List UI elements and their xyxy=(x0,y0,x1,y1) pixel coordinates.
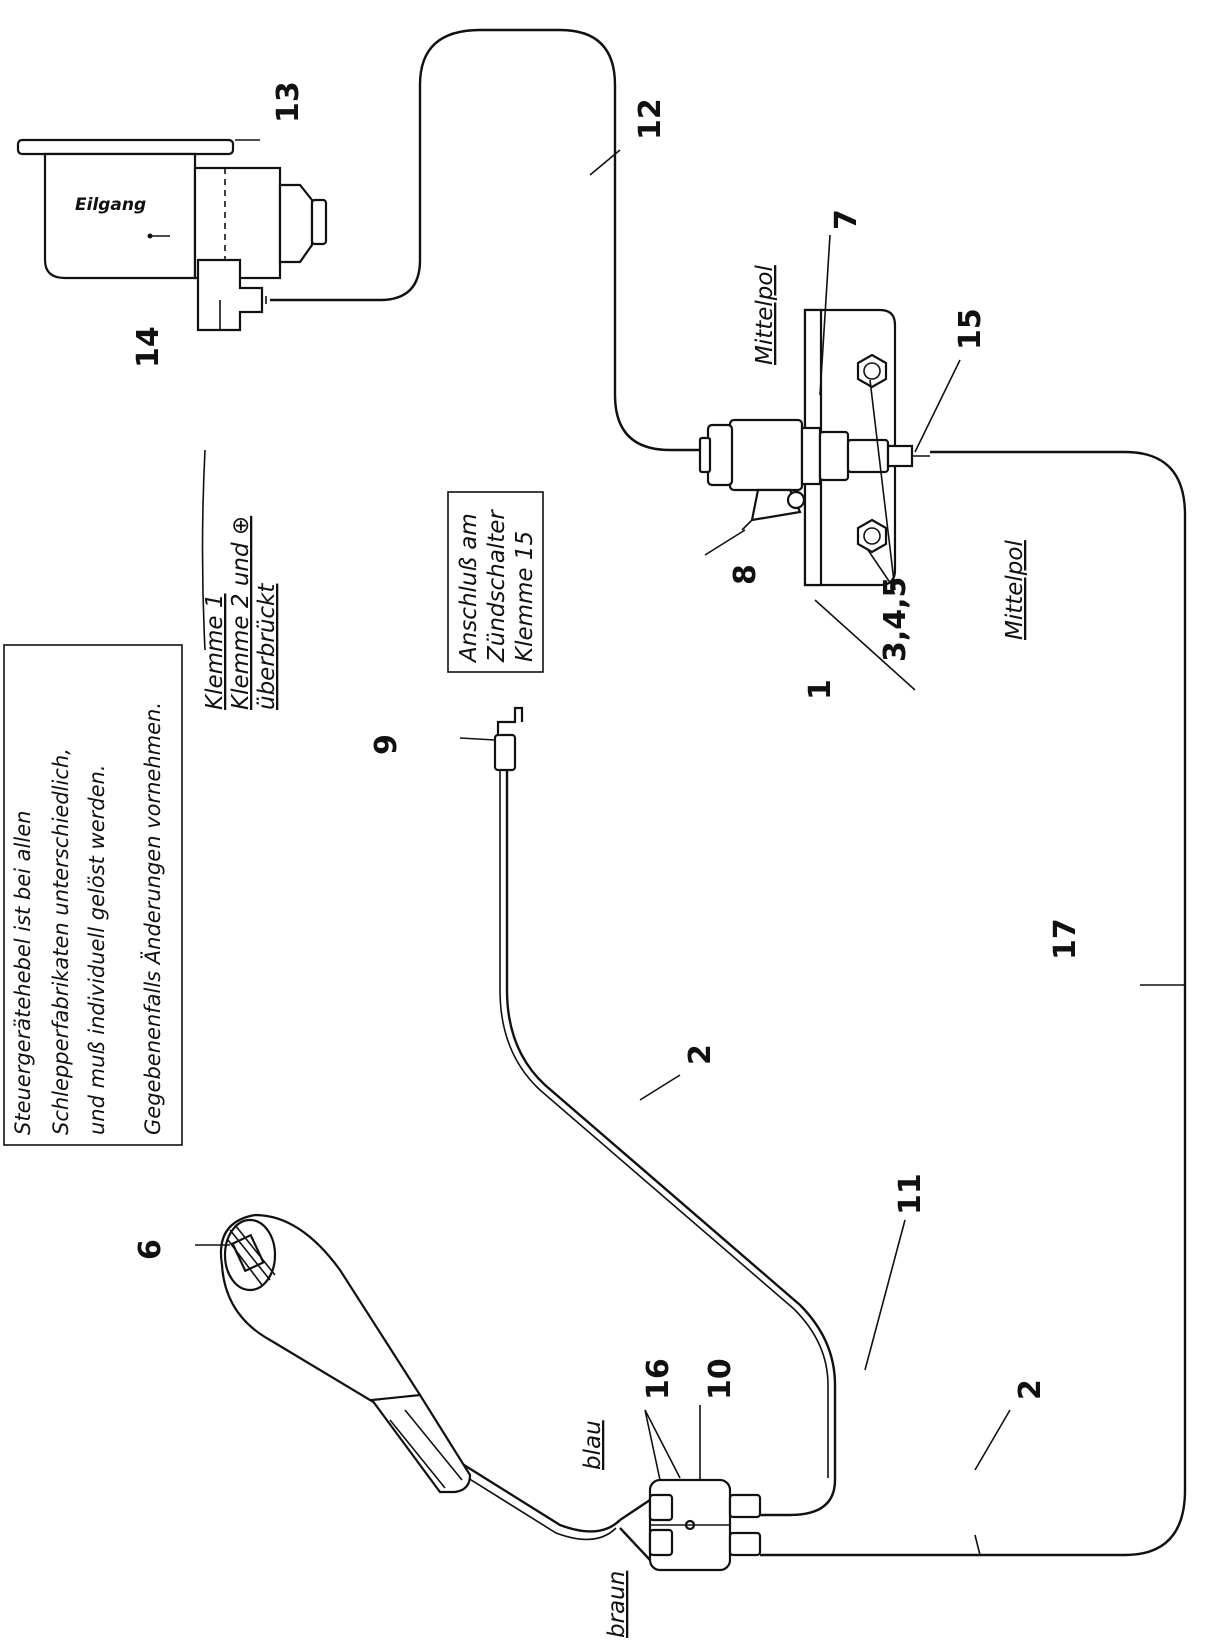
svg-text:Anschluß am: Anschluß am xyxy=(456,513,482,664)
callout-6: 6 xyxy=(133,1239,168,1260)
cable-17 xyxy=(760,450,1187,1557)
switch-assembly xyxy=(698,308,930,587)
anschluss-box: Anschluß am Zündschalter Klemme 15 xyxy=(447,491,544,673)
svg-text:und muß individuell gelöst wer: und muß individuell gelöst werden. xyxy=(85,764,109,1135)
svg-text:Klemme 1: Klemme 1 xyxy=(202,593,228,710)
label-eilgang: Eilgang xyxy=(75,195,146,215)
klemme-note: Klemme 1 Klemme 2 und ⊕ überbrückt xyxy=(202,516,280,710)
svg-text:Klemme 2 und ⊕: Klemme 2 und ⊕ xyxy=(228,516,254,710)
callout-8: 8 xyxy=(728,564,763,585)
mounting-plate-13 xyxy=(16,138,235,156)
main-note-box: Steuergerätehebel ist bei allen Schleppe… xyxy=(3,644,183,1146)
callout-7: 7 xyxy=(829,209,864,230)
callout-15: 15 xyxy=(953,308,988,350)
wire-blau xyxy=(619,1499,651,1521)
svg-text:Schlepperfabrikaten unterschie: Schlepperfabrikaten unterschiedlich, xyxy=(49,748,73,1135)
svg-text:Steuergerätehebel ist bei alle: Steuergerätehebel ist bei allen xyxy=(11,811,35,1135)
callout-1: 1 xyxy=(803,679,838,700)
label-mittelpol-top: Mittelpol xyxy=(752,265,778,365)
svg-text:Gegebenenfalls Änderungen vorn: Gegebenenfalls Änderungen vornehmen. xyxy=(140,702,165,1135)
hex-nut-upper xyxy=(856,353,888,389)
callout-13: 13 xyxy=(271,81,306,123)
hex-nut-lower xyxy=(856,518,888,554)
callout-2-lower: 2 xyxy=(1013,1379,1048,1400)
solenoid-valve-14 xyxy=(16,138,328,332)
connector-9 xyxy=(493,706,524,772)
svg-text:Klemme 15: Klemme 15 xyxy=(512,531,538,662)
callout-9: 9 xyxy=(369,734,404,755)
control-lever-6 xyxy=(219,1213,472,1494)
callout-3-4-5: 3,4,5 xyxy=(878,577,913,662)
cable-2-upper xyxy=(505,770,837,1517)
wire-braun xyxy=(619,1527,651,1561)
svg-text:Zündschalter: Zündschalter xyxy=(484,509,510,663)
label-braun: braun xyxy=(604,1571,630,1638)
callout-14: 14 xyxy=(131,326,166,368)
cable-12 xyxy=(270,28,705,452)
callout-11: 11 xyxy=(893,1173,928,1215)
connector-block-10 xyxy=(648,1478,762,1572)
callout-12: 12 xyxy=(633,98,668,140)
svg-text:überbrückt: überbrückt xyxy=(254,583,280,710)
callout-16: 16 xyxy=(641,1358,676,1400)
callout-10: 10 xyxy=(703,1358,738,1400)
callout-2-upper: 2 xyxy=(683,1044,718,1065)
switch-7 xyxy=(728,418,804,492)
label-blau: blau xyxy=(580,1420,606,1470)
callout-17: 17 xyxy=(1048,918,1083,960)
label-mittelpol-bottom: Mittelpol xyxy=(1002,540,1028,640)
